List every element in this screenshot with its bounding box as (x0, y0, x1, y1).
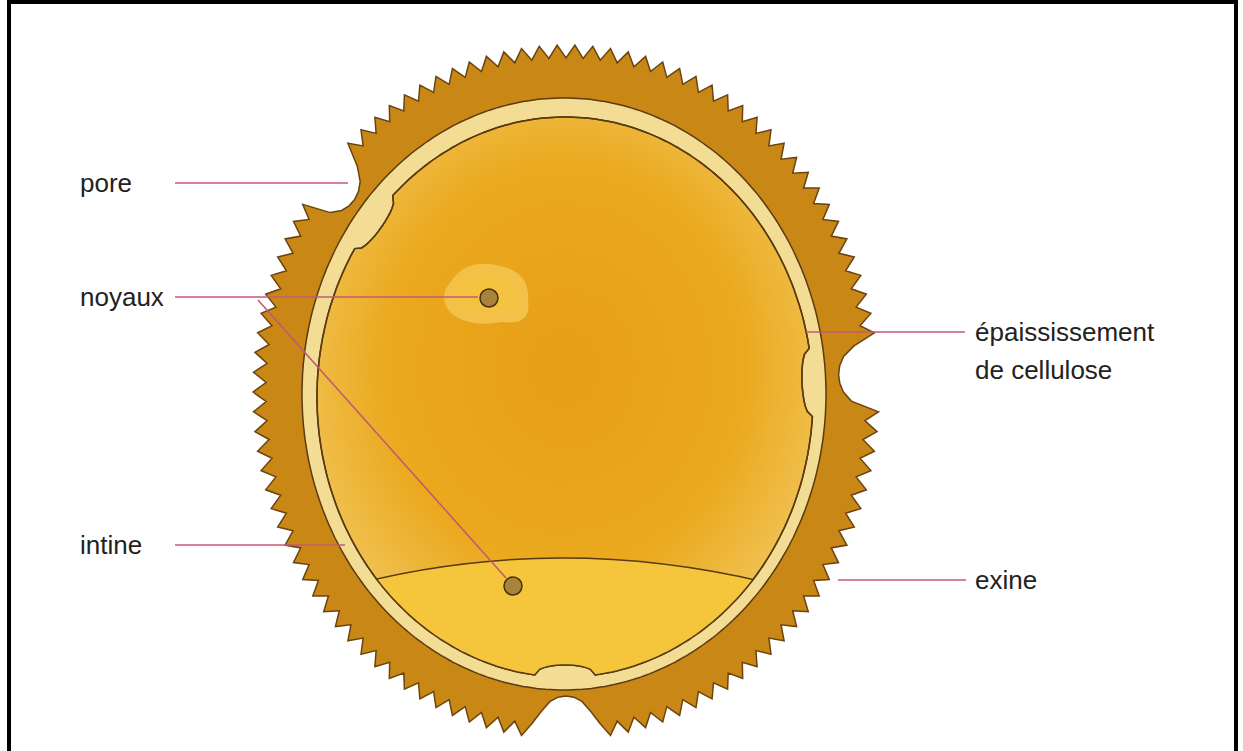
leader-line (838, 579, 966, 581)
frame (9, 2, 1236, 751)
nucleus-halo (444, 264, 528, 324)
leader-line (175, 182, 348, 184)
generative-nucleus (504, 577, 522, 595)
part-label: pore (80, 164, 200, 202)
part-label: exine (975, 561, 1125, 599)
vegetative-nucleus (480, 289, 498, 307)
part-label: noyaux (80, 278, 200, 316)
leader-line (258, 300, 506, 578)
exine-wall (253, 45, 879, 735)
leader-line (806, 331, 965, 333)
cytoplasm-outline (317, 117, 812, 675)
part-label: intine (80, 526, 200, 564)
leader-line (175, 296, 478, 298)
leader-line (175, 544, 345, 546)
part-label: épaississement de cellulose (975, 313, 1180, 389)
